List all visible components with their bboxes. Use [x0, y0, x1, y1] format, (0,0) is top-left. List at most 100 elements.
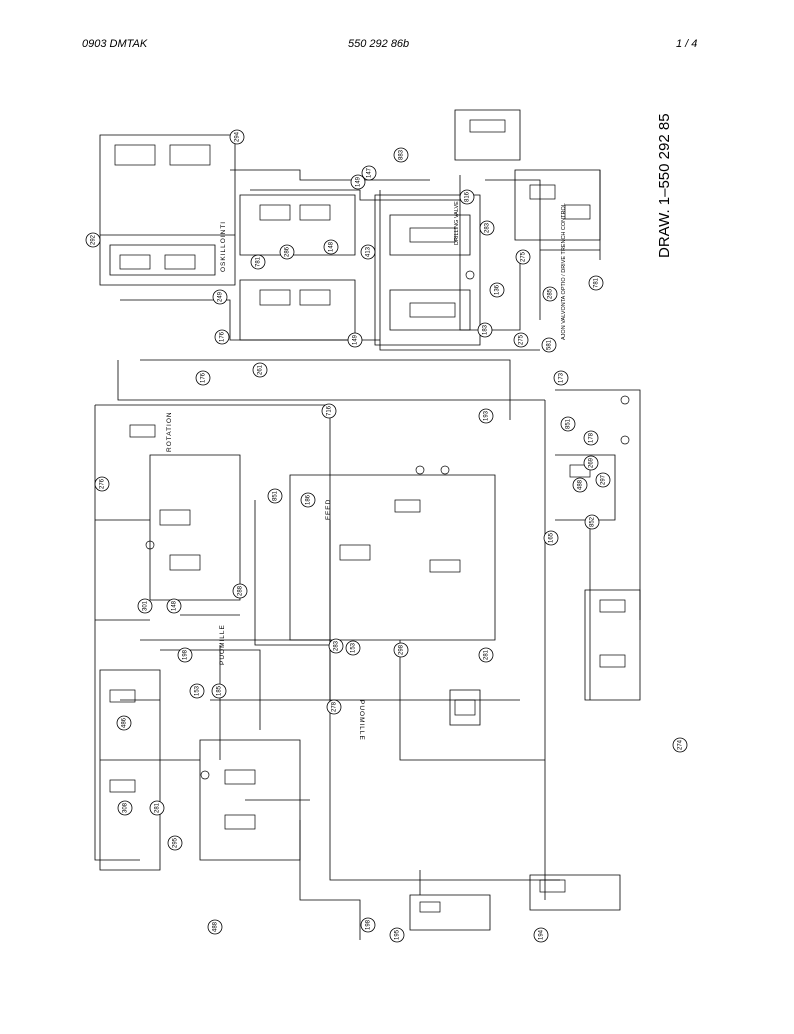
callout-number: 275: [519, 334, 525, 345]
callout-number: 149: [356, 176, 362, 187]
callout-c49: 281: [149, 800, 165, 816]
callout-number: 136: [495, 284, 501, 295]
callout-c41: 283: [328, 638, 344, 654]
callout-number: 851: [273, 490, 279, 501]
callout-c37: 288: [232, 583, 248, 599]
callout-c42: 153: [345, 640, 361, 656]
callout-number: 486: [122, 717, 128, 728]
callout-number: 294: [235, 131, 241, 142]
page-counter: 1 / 4: [676, 38, 698, 50]
callout-number: 883: [399, 149, 405, 160]
callout-number: 178: [589, 432, 595, 443]
callout-number: 281: [484, 649, 490, 660]
callout-c21: 261: [252, 362, 268, 378]
callout-c44: 185: [211, 683, 227, 699]
callout-number: 276: [100, 478, 106, 489]
callout-number: 194: [539, 929, 545, 940]
callout-c18: 275: [513, 332, 529, 348]
callout-c5: 292: [85, 232, 101, 248]
callout-c23: 173: [553, 370, 569, 386]
callout-number: 147: [367, 167, 373, 178]
callout-number: 186: [306, 494, 312, 505]
reference-callouts: 294 883 149 147 292 816 283 413 148 781 286 249 149 1…: [85, 129, 688, 943]
callout-c28: 269: [583, 455, 599, 471]
callout-c50: 295: [167, 835, 183, 851]
callout-c19: 716: [321, 403, 337, 419]
callout-number: 193: [484, 410, 490, 421]
callout-number: 781: [256, 256, 262, 267]
callout-c30: 178: [583, 430, 599, 446]
callout-number: 286: [285, 246, 291, 257]
callout-number: 285: [548, 288, 554, 299]
callout-c26: 275: [515, 249, 531, 265]
callout-c45: 278: [326, 699, 342, 715]
callout-c3: 149: [350, 174, 366, 190]
callout-c31: 488: [572, 477, 588, 493]
callout-number: 308: [123, 802, 129, 813]
callout-c22: 781: [588, 275, 604, 291]
callout-c9: 148: [323, 239, 339, 255]
label-feed: FEED: [325, 499, 332, 520]
callout-number: 195: [395, 929, 401, 940]
callout-c17: 176: [214, 329, 230, 345]
callout-number: 281: [155, 802, 161, 813]
callout-c8: 413: [360, 244, 376, 260]
label-puomille-bottom: PUOMILLE: [358, 700, 365, 741]
callout-number: 183: [483, 324, 489, 335]
callout-c33: 851: [267, 488, 283, 504]
callout-c34: 186: [300, 492, 316, 508]
callout-number: 165: [549, 532, 555, 543]
callout-number: 149: [353, 334, 359, 345]
callout-number: 852: [590, 516, 596, 527]
callout-c24: 851: [560, 416, 576, 432]
label-drive-control: AJON VALVONTA OPTIO / DRIVE TRENCH CONTR…: [561, 203, 567, 340]
callout-c1: 294: [229, 129, 245, 145]
callout-c55: 274: [672, 737, 688, 753]
callout-c11: 286: [279, 244, 295, 260]
callout-number: 198: [183, 649, 189, 660]
callout-number: 851: [566, 418, 572, 429]
callout-c2: 883: [393, 147, 409, 163]
callout-c10: 781: [250, 254, 266, 270]
callout-c32: 852: [584, 514, 600, 530]
callout-number: 153: [195, 685, 201, 696]
callout-number: 275: [521, 251, 527, 262]
callout-c15: 183: [477, 322, 493, 338]
callout-c35: 165: [543, 530, 559, 546]
callout-number: 261: [258, 364, 264, 375]
callout-c29: 276: [94, 476, 110, 492]
callout-number: 274: [678, 739, 684, 750]
header-left-text: 0903 DMTAK: [82, 38, 148, 50]
callout-c38: 301: [137, 598, 153, 614]
callout-number: 148: [329, 241, 335, 252]
callout-c54: 194: [533, 927, 549, 943]
callout-c13: 149: [347, 332, 363, 348]
callout-c12: 249: [212, 289, 228, 305]
callout-number: 297: [601, 474, 607, 485]
callout-number: 413: [366, 246, 372, 257]
callout-c36: 297: [595, 472, 611, 488]
callout-c14: 176: [195, 370, 211, 386]
callout-number: 301: [143, 600, 149, 611]
callout-c6: 816: [459, 189, 475, 205]
callout-number: 153: [351, 642, 357, 653]
callout-number: 269: [589, 457, 595, 468]
callout-number: 488: [578, 479, 584, 490]
callout-c43: 153: [189, 683, 205, 699]
callout-c40: 198: [177, 647, 193, 663]
label-oskillointi: OSKILLOINTI: [220, 221, 227, 272]
callout-c51: 488: [207, 919, 223, 935]
label-puomille: PUOMILLE: [219, 624, 226, 665]
callout-number: 176: [220, 331, 226, 342]
callout-c39: 148: [166, 598, 182, 614]
callout-number: 781: [594, 277, 600, 288]
callout-c56: 308: [117, 800, 133, 816]
label-drilling-valve: DRILLING VALVE: [454, 201, 460, 245]
callout-number: 488: [213, 921, 219, 932]
callout-c46: 298: [393, 642, 409, 658]
callout-number: 185: [217, 685, 223, 696]
callout-c16: 136: [489, 282, 505, 298]
callout-number: 198: [366, 919, 372, 930]
callout-number: 249: [218, 291, 224, 302]
